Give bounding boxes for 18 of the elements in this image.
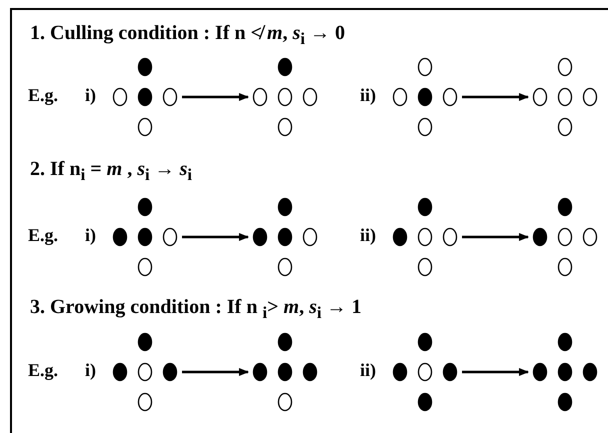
arrow bbox=[182, 233, 249, 241]
example-number: i) bbox=[85, 85, 96, 106]
example-label: E.g. bbox=[28, 85, 58, 106]
example-number: ii) bbox=[360, 360, 376, 381]
arrow bbox=[182, 93, 249, 101]
example-label: E.g. bbox=[28, 360, 58, 381]
example-number: ii) bbox=[360, 85, 376, 106]
heading: 2. If n$_{i}$ = m , s$_{i}$ → s$_{i}$ bbox=[30, 158, 192, 185]
example-number: ii) bbox=[360, 225, 376, 246]
example-number: i) bbox=[85, 225, 96, 246]
arrow bbox=[462, 233, 529, 241]
arrow bbox=[462, 368, 529, 376]
arrow bbox=[462, 93, 529, 101]
heading: 1. Culling condition : If n ≮ m, s$_{i}$ → 0 bbox=[30, 22, 346, 49]
example-number: i) bbox=[85, 360, 96, 381]
arrow bbox=[182, 368, 249, 376]
heading: 3. Growing condition : If n $_{i}$> m, s$_{i}$ → 1 bbox=[30, 296, 362, 323]
example-label: E.g. bbox=[28, 225, 58, 246]
